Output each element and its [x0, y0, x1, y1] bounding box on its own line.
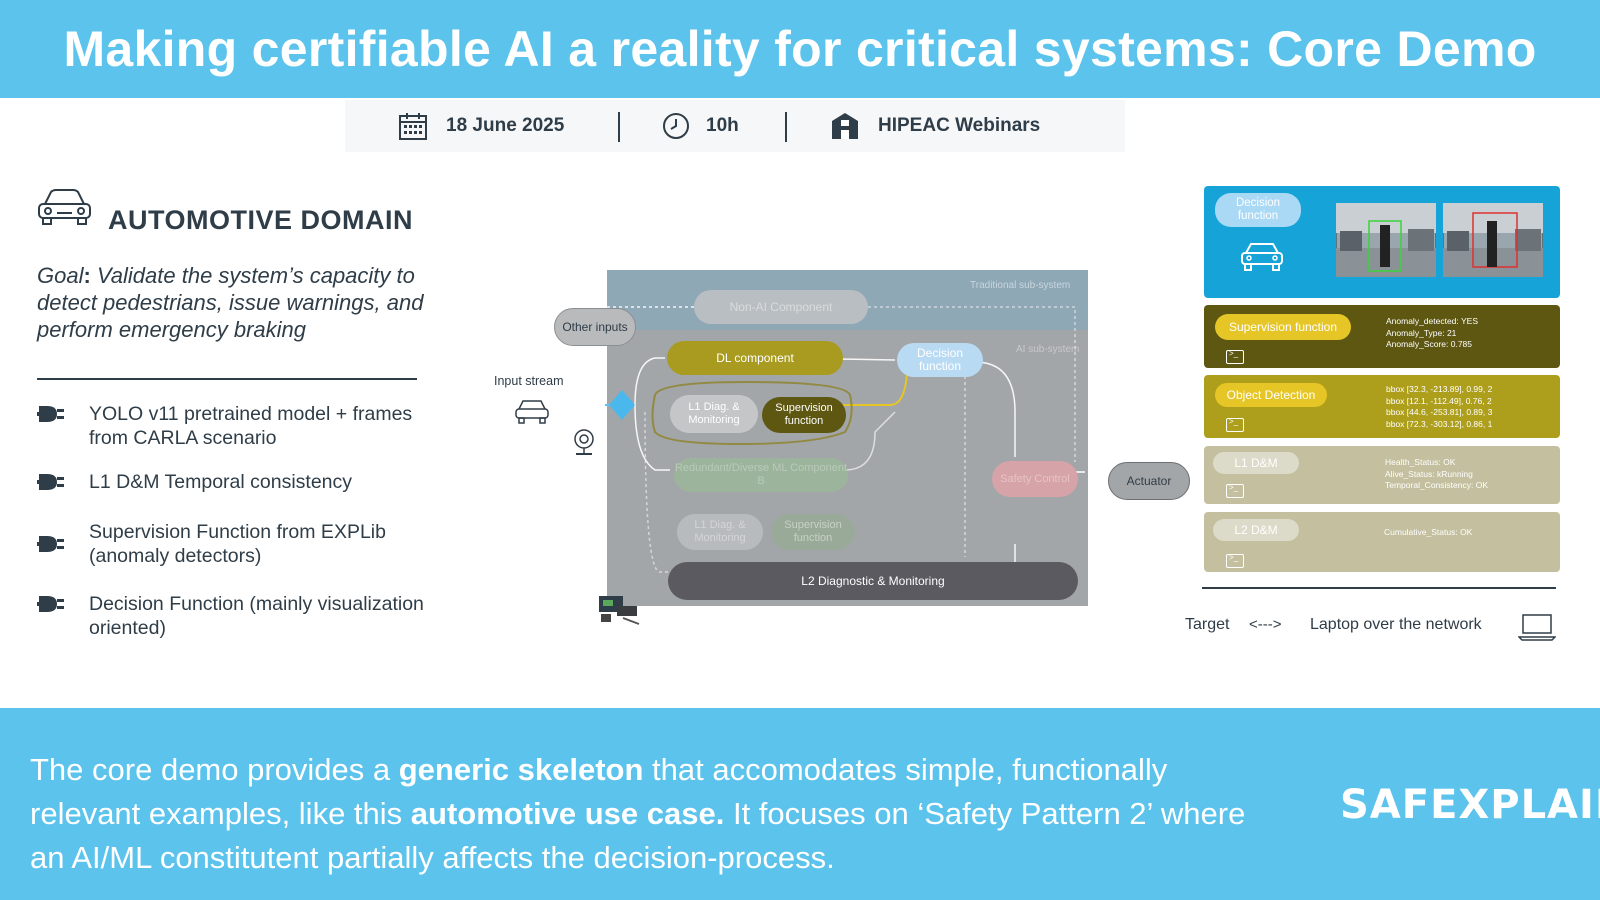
supervision-function-label: Supervision function	[1215, 314, 1351, 340]
goal-colon: :	[83, 263, 91, 288]
l2-diagnostic-bar: L2 Diagnostic & Monitoring	[668, 562, 1078, 600]
goal-body: Validate the system’s capacity to detect…	[37, 263, 424, 342]
webcam-icon	[574, 429, 594, 455]
time-info: 10h	[662, 100, 739, 152]
decision-function-node: Decision function	[897, 343, 983, 377]
date-text: 18 June 2025	[446, 115, 565, 136]
time-text: 10h	[706, 115, 739, 136]
plug-icon	[37, 406, 64, 422]
bullet-text: Supervision Function from EXPLib (anomal…	[89, 521, 386, 567]
clock-icon	[663, 113, 689, 139]
bullet-item: L1 D&M Temporal consistency	[37, 470, 429, 494]
venue-info: HIPEAC Webinars	[830, 100, 1040, 152]
car-icon	[38, 189, 91, 225]
non-ai-component: Non-AI Component	[694, 290, 868, 324]
plug-icon	[37, 536, 64, 552]
redundant-ml-component: Redundant/Diverse ML Component B	[674, 458, 848, 492]
other-inputs-node: Other inputs	[554, 308, 636, 346]
calendar-icon	[399, 113, 427, 140]
input-stream-label: Input stream	[494, 374, 564, 388]
link-arrow: <--->	[1249, 616, 1282, 633]
l1-dm-label: L1 D&M	[1213, 452, 1299, 474]
bullet-text: L1 D&M Temporal consistency	[89, 471, 353, 493]
hardware-board-icon	[599, 596, 640, 625]
supervision-output: Anomaly_detected: YES Anomaly_Type: 21 A…	[1386, 316, 1478, 349]
safety-control-node: Safety Control	[992, 461, 1078, 497]
safexplain-logo: SAFEXPLAIN	[1340, 782, 1600, 828]
terminal-icon	[1226, 483, 1244, 498]
domain-title: AUTOMOTIVE DOMAIN	[108, 205, 413, 235]
page-title: Making certifiable AI a reality for crit…	[63, 21, 1537, 77]
l1-diag-node-b: L1 Diag. & Monitoring	[677, 514, 763, 550]
l2-output: Cumulative_Status: OK	[1384, 527, 1473, 537]
info-bar	[345, 100, 1125, 152]
footer-text: The core demo provides a generic skeleto…	[30, 752, 1246, 875]
camera-frame-image	[1336, 203, 1436, 277]
camera-frame-image	[1443, 203, 1543, 277]
dl-component: DL component	[667, 341, 843, 375]
footer-bar	[0, 708, 1600, 900]
actuator-node: Actuator	[1108, 462, 1190, 500]
supervision-function-node: Supervision function	[762, 397, 846, 433]
supervision-function-node-b: Supervision function	[771, 514, 855, 550]
divider	[618, 112, 620, 142]
decision-function-label: Decision function	[1215, 193, 1301, 227]
ai-subsystem-label: AI sub-system	[1016, 344, 1080, 355]
goal-label: Goal	[37, 263, 84, 288]
building-icon	[832, 113, 858, 139]
plug-icon	[37, 474, 64, 490]
car-icon	[515, 400, 549, 424]
goal-text: Goal: Validate the system’s capacity to …	[37, 262, 457, 343]
terminal-icon	[1226, 349, 1244, 364]
object-detection-label: Object Detection	[1215, 383, 1327, 407]
venue-text: HIPEAC Webinars	[878, 115, 1041, 136]
bullet-text: YOLO v11 pretrained model + frames from …	[89, 403, 413, 449]
target-label: Target	[1185, 616, 1230, 633]
terminal-icon	[1226, 417, 1244, 432]
bullet-item: Supervision Function from EXPLib (anomal…	[37, 520, 429, 568]
l1-diag-node: L1 Diag. & Monitoring	[670, 395, 758, 433]
l1-output: Health_Status: OK Alive_Status: kRunning…	[1385, 457, 1488, 490]
header-bar	[0, 0, 1600, 98]
laptop-icon	[1518, 614, 1556, 641]
divider	[37, 378, 417, 380]
bullet-item: YOLO v11 pretrained model + frames from …	[37, 402, 429, 450]
divider	[785, 112, 787, 142]
terminal-icon	[1226, 553, 1244, 568]
detection-output: bbox [32.3, -213.89], 0.99, 2 bbox [12.1…	[1386, 384, 1493, 429]
traditional-subsystem-label: Traditional sub-system	[970, 280, 1071, 291]
l2-dm-label: L2 D&M	[1213, 519, 1299, 541]
date-info: 18 June 2025	[398, 100, 564, 152]
car-icon	[1241, 243, 1283, 271]
divider	[1202, 587, 1556, 589]
plug-icon	[37, 596, 64, 612]
bullet-text: Decision Function (mainly visualization …	[89, 593, 424, 639]
laptop-label: Laptop over the network	[1310, 616, 1482, 633]
bullet-item: Decision Function (mainly visualization …	[37, 592, 429, 640]
diagram-connectors	[565, 306, 1085, 573]
